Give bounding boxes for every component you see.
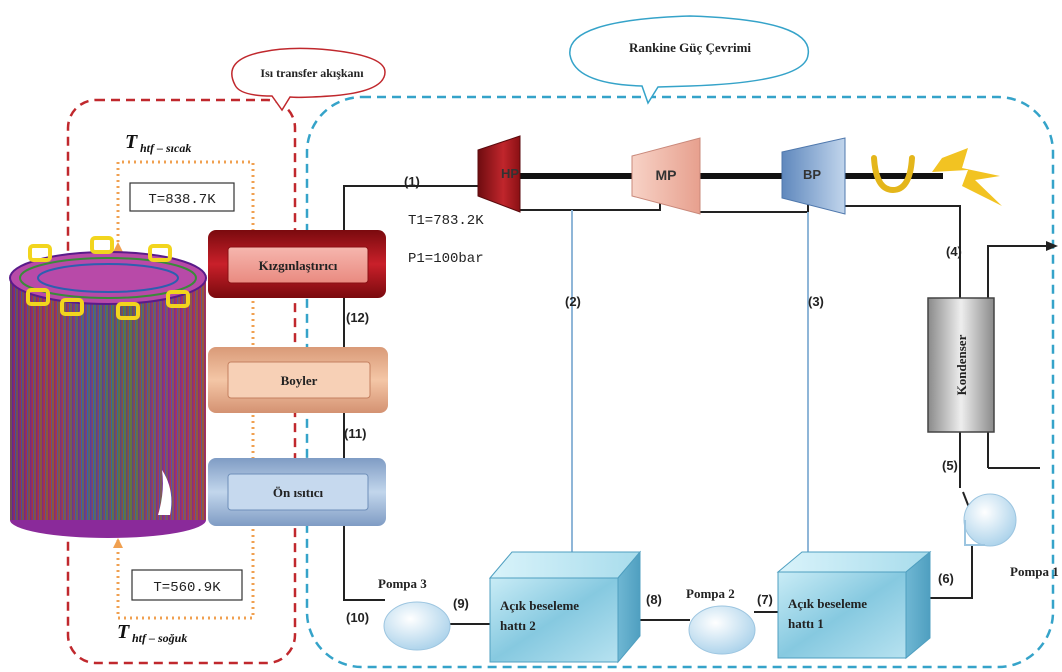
- pump-3-label: Pompa 3: [378, 576, 427, 591]
- state-1-label: (1): [404, 174, 420, 189]
- superheater-label: Kızgınlaştırıcı: [259, 258, 338, 273]
- state-2-label: (2): [565, 294, 581, 309]
- svg-text:T=838.7K: T=838.7K: [148, 192, 216, 208]
- rankine-bubble: Rankine Güç Çevrimi: [569, 15, 810, 105]
- state-11-label: (11): [344, 426, 366, 441]
- pump-3: Pompa 3: [378, 576, 451, 651]
- svg-text:htf – soğuk: htf – soğuk: [132, 631, 187, 645]
- fwh1-label-line2: hattı 1: [788, 616, 824, 631]
- bp-turbine: BP: [781, 137, 846, 215]
- hp-label: HP: [501, 166, 519, 181]
- state-4-label: (4): [946, 244, 962, 259]
- hot-temp-box: T=838.7K: [129, 182, 235, 212]
- fwh2-label-line1: Açık beseleme: [500, 598, 579, 613]
- turbine-shaft: [518, 173, 943, 179]
- state-5-label: (5): [942, 458, 958, 473]
- htf-bubble: Isı transfer akışkanı: [231, 47, 386, 112]
- condenser-box: Kondenser: [927, 297, 995, 433]
- state-10-label: (10): [346, 610, 369, 625]
- condenser-label: Kondenser: [954, 334, 969, 395]
- svg-text:T=560.9K: T=560.9K: [153, 580, 221, 596]
- mp-turbine: MP: [631, 137, 701, 215]
- state-7-label: (7): [757, 592, 773, 607]
- pump-1: Pompa 1: [963, 493, 1059, 579]
- svg-text:htf – sıcak: htf – sıcak: [140, 141, 191, 155]
- cold-temp-label: T htf – soğuk: [117, 621, 187, 645]
- htf-bubble-label: Isı transfer akışkanı: [260, 66, 364, 80]
- extraction-pipes: [571, 210, 809, 552]
- svg-text:T: T: [125, 131, 138, 153]
- cooling-water-arrow-icon: [1046, 241, 1058, 251]
- preheater-box: Ön ısıtıcı: [208, 458, 386, 526]
- superheater-box: Kızgınlaştırıcı: [208, 230, 386, 298]
- mp-label: MP: [656, 167, 677, 183]
- p1-value: P1=100bar: [408, 251, 484, 267]
- pump-2: Pompa 2: [686, 586, 756, 655]
- hot-temp-label: T htf – sıcak: [125, 131, 191, 155]
- t1-value: T1=783.2K: [408, 213, 484, 229]
- rankine-bubble-label: Rankine Güç Çevrimi: [629, 40, 751, 55]
- pump-1-label: Pompa 1: [1010, 564, 1059, 579]
- svg-text:T: T: [117, 621, 130, 643]
- state-8-label: (8): [646, 592, 662, 607]
- state-6-label: (6): [938, 571, 954, 586]
- pump-2-label: Pompa 2: [686, 586, 735, 601]
- bp-label: BP: [803, 167, 821, 182]
- preheater-label: Ön ısıtıcı: [273, 485, 324, 500]
- htf-arrow-up: [113, 242, 123, 252]
- fwh2-label-line2: hattı 2: [500, 618, 536, 633]
- coupling-icon: [871, 155, 915, 194]
- boiler-label: Boyler: [281, 373, 318, 388]
- feedwater-heater-1: Açık beseleme hattı 1: [776, 550, 932, 660]
- htf-arrow-up-bottom: [113, 538, 123, 548]
- fwh1-label-line1: Açık beseleme: [788, 596, 867, 611]
- lightning-icon: [932, 148, 1002, 206]
- feedwater-heater-2: Açık beseleme hattı 2: [488, 550, 642, 664]
- state-9-label: (9): [453, 596, 469, 611]
- state-12-label: (12): [346, 310, 369, 325]
- cold-temp-box: T=560.9K: [131, 569, 243, 601]
- state-3-label: (3): [808, 294, 824, 309]
- solar-receiver-image: [9, 236, 207, 538]
- boiler-box: Boyler: [208, 347, 388, 413]
- hp-turbine: HP: [477, 135, 521, 213]
